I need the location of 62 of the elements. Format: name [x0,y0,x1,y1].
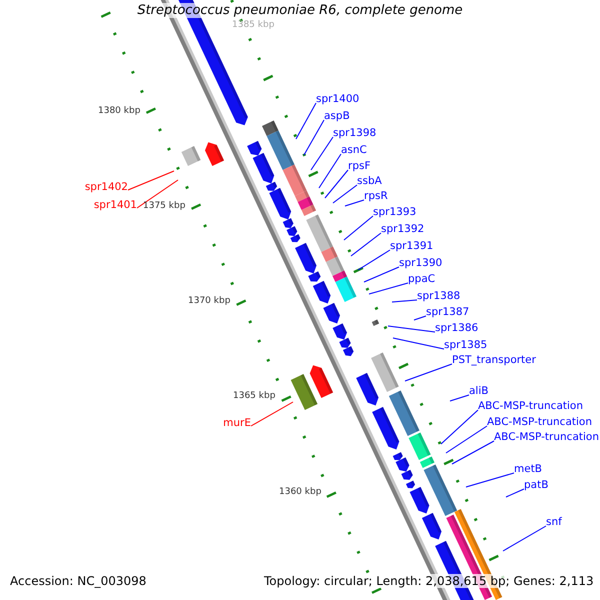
scale-label: 1380 kbp [98,106,140,116]
gene-label: spr1400 [316,92,360,106]
gene-label: spr1385 [444,338,488,352]
scale-label: 1365 kbp [233,391,276,401]
gene-label: patB [524,478,548,492]
gene-label: spr1388 [417,289,460,303]
gene-label: spr1386 [435,321,478,335]
footer-text: Accession: NC_003098 [8,574,148,588]
gene-label: spr1392 [381,222,424,236]
gene-label: spr1398 [333,126,376,140]
leader-line [506,488,524,498]
gene-label: rpsF [348,159,370,173]
gene-label: snf [546,515,562,529]
gene-label: spr1390 [399,256,442,270]
leader-line [304,120,324,156]
leader-line [350,232,382,256]
gene-label: spr1387 [426,305,470,319]
gene-label: spr1393 [373,205,416,219]
gene-label: asnC [341,143,367,157]
leader-line [414,316,426,320]
leader-line [388,326,436,332]
leader-line [296,102,316,140]
scale-label: 1385 kbp [232,20,274,30]
gene-label: ABC-MSP-truncation [478,399,583,413]
leader-line [440,410,478,444]
gene-label: rpsR [364,189,388,203]
leader-line [332,184,358,204]
gene-label: spr1391 [390,239,434,253]
leader-line [450,394,470,402]
gene-label: PST_transporter [452,353,536,367]
leader-line [404,364,452,382]
leader-line [446,426,488,454]
gene-label: ABC-MSP-truncation [494,430,599,444]
footer-text: Topology: circular; Length: 2,038,615 bp; Genes: 2,113 [262,574,596,588]
leader-line [136,180,178,208]
scale-label: 1370 kbp [188,296,230,306]
leader-line [452,440,494,464]
leader-line [502,526,546,552]
gene-label: spr1401 [94,198,137,212]
leader-line [466,472,514,488]
leader-line [392,300,418,302]
leader-line [324,170,348,198]
gene-label: ssbA [357,174,382,188]
gene-label: metB [514,462,542,476]
leader-line [358,250,390,270]
leader-line [250,402,294,426]
leader-line [364,266,400,282]
gene-label: ABC-MSP-truncation [487,415,592,429]
leader-line [392,338,444,350]
gene-label: spr1402 [84,180,128,194]
leader-line [368,282,408,294]
leader-line [318,154,342,188]
gene-label: aspB [324,109,350,123]
leader-line [310,136,334,170]
leader-line [344,200,364,206]
scale-label: 1375 kbp [143,201,186,211]
leader-line [344,216,374,240]
gene-label: murE [223,416,251,430]
scale-label: 1360 kbp [279,487,322,497]
leader-line [128,170,174,190]
gene-label: aliB [469,384,488,398]
gene-label: ppaC [408,272,436,286]
